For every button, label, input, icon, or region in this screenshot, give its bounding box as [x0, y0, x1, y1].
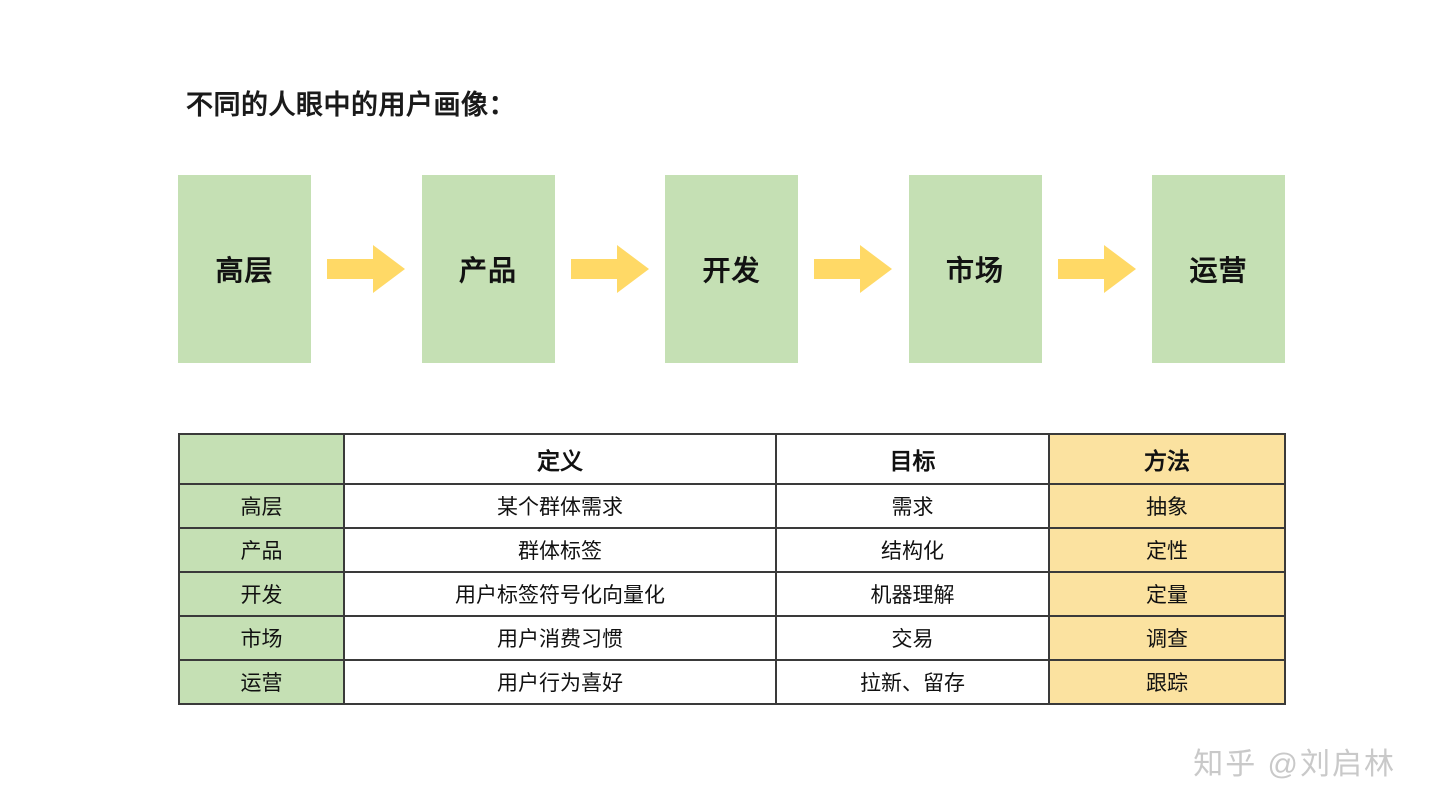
right-arrow-icon — [311, 175, 422, 363]
table-cell-goal: 拉新、留存 — [775, 659, 1050, 705]
flow-step-box[interactable]: 产品 — [421, 175, 555, 363]
flow-step-box[interactable]: 市场 — [908, 175, 1042, 363]
table-row: 高层 某个群体需求 需求 抽象 — [178, 483, 1286, 529]
table-cell-method: 定性 — [1048, 527, 1286, 573]
right-arrow-icon — [798, 175, 909, 363]
table-header-definition: 定义 — [343, 433, 777, 485]
table-cell-goal: 机器理解 — [775, 571, 1050, 617]
flow-step-label: 市场 — [945, 255, 1004, 286]
table-row: 产品 群体标签 结构化 定性 — [178, 527, 1286, 573]
table-cell-method: 抽象 — [1048, 483, 1286, 529]
flow-step-box[interactable]: 高层 — [178, 175, 311, 363]
table-row: 市场 用户消费习惯 交易 调查 — [178, 615, 1286, 661]
table-cell-role: 高层 — [178, 483, 345, 529]
table-row: 运营 用户行为喜好 拉新、留存 跟踪 — [178, 659, 1286, 705]
table-cell-definition: 用户行为喜好 — [343, 659, 777, 705]
table-cell-definition: 用户消费习惯 — [343, 615, 777, 661]
table-cell-method: 定量 — [1048, 571, 1286, 617]
flow-step-label: 高层 — [215, 255, 274, 286]
table-cell-definition: 群体标签 — [343, 527, 777, 573]
table-cell-method: 调查 — [1048, 615, 1286, 661]
flow-step-box[interactable]: 运营 — [1152, 175, 1285, 363]
flow-step-label: 开发 — [702, 255, 761, 286]
page-title: 不同的人眼中的用户画像： — [186, 90, 516, 120]
flow-step-label: 产品 — [458, 255, 517, 286]
right-arrow-icon — [555, 175, 666, 363]
right-arrow-icon — [1042, 175, 1153, 363]
table-row: 开发 用户标签符号化向量化 机器理解 定量 — [178, 571, 1286, 617]
table-header-corner — [178, 433, 345, 485]
table-cell-goal: 交易 — [775, 615, 1050, 661]
process-flow: 高层 产品 开发 市场 — [178, 175, 1285, 363]
table-cell-role: 开发 — [178, 571, 345, 617]
table-cell-role: 市场 — [178, 615, 345, 661]
table-header-goal: 目标 — [775, 433, 1050, 485]
table-cell-definition: 用户标签符号化向量化 — [343, 571, 777, 617]
table-header-row: 定义 目标 方法 — [178, 433, 1286, 485]
watermark: 知乎 @刘启林 — [1193, 748, 1396, 781]
table-cell-method: 跟踪 — [1048, 659, 1286, 705]
table-cell-definition: 某个群体需求 — [343, 483, 777, 529]
table-cell-goal: 结构化 — [775, 527, 1050, 573]
table-header-method: 方法 — [1048, 433, 1286, 485]
flow-step-label: 运营 — [1189, 255, 1248, 286]
table-cell-role: 运营 — [178, 659, 345, 705]
comparison-table: 定义 目标 方法 高层 某个群体需求 需求 抽象 产品 群体标签 结构化 定性 … — [178, 433, 1286, 705]
flow-step-box[interactable]: 开发 — [665, 175, 798, 363]
table-cell-role: 产品 — [178, 527, 345, 573]
table-cell-goal: 需求 — [775, 483, 1050, 529]
